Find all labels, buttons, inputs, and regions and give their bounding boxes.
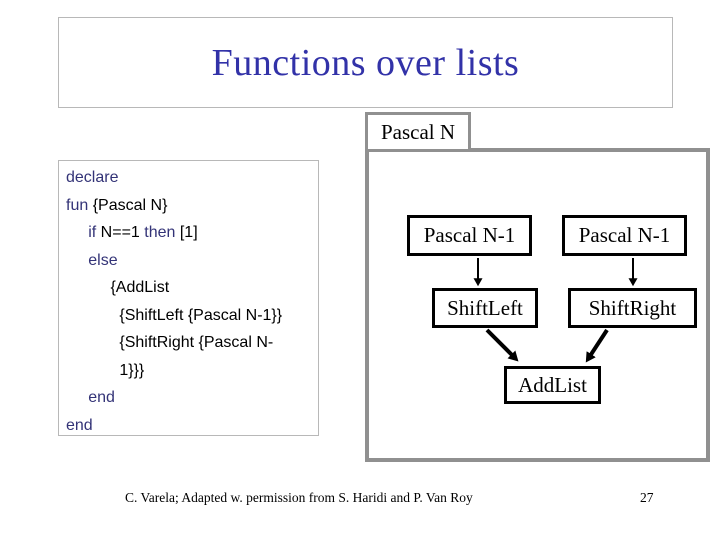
code-line: if N==1 then [1] <box>66 219 318 247</box>
node-pascal-n1-left: Pascal N-1 <box>407 215 532 256</box>
node-label: ShiftRight <box>588 295 677 320</box>
code-text: {Pascal N} <box>88 196 168 214</box>
node-label: Pascal N-1 <box>578 223 671 247</box>
page-number: 27 <box>640 490 654 505</box>
node-label: ShiftLeft <box>447 295 523 320</box>
code-line: fun {Pascal N} <box>66 192 318 220</box>
frame-label-text: Pascal N <box>380 119 456 144</box>
code-text <box>66 389 88 406</box>
code-text <box>66 252 88 269</box>
code-line: 1}}} <box>66 357 318 385</box>
code-keyword: fun <box>66 196 89 214</box>
code-text: {ShiftLeft {Pascal N-1}} <box>66 306 283 324</box>
diagram-frame-label: Pascal N <box>365 112 471 152</box>
code-keyword: then <box>144 224 176 241</box>
code-keyword: if <box>88 224 97 241</box>
code-text: {AddList <box>66 279 170 296</box>
code-text: [1] <box>175 224 198 241</box>
footer-credit: C. Varela; Adapted w. permission from S.… <box>125 490 473 505</box>
code-text: N==1 <box>96 224 145 241</box>
code-text: 1}}} <box>66 361 145 379</box>
code-line: {ShiftLeft {Pascal N-1}} <box>66 302 318 330</box>
code-keyword: else <box>88 251 118 269</box>
code-keyword: end <box>88 389 115 406</box>
node-add-list: AddList <box>504 366 601 404</box>
node-shift-left: ShiftLeft <box>432 288 538 328</box>
code-panel: declare fun {Pascal N} if N==1 then [1] e… <box>58 160 319 436</box>
code-line: {AddList <box>66 274 318 302</box>
code-line: end <box>66 384 318 412</box>
node-label: AddList <box>518 372 587 397</box>
page-title: Functions over lists <box>211 41 520 84</box>
code-text <box>66 224 88 241</box>
code-line: else <box>66 247 318 275</box>
node-pascal-n1-right: Pascal N-1 <box>562 215 687 256</box>
title-box: Functions over lists <box>58 17 673 108</box>
code-keyword: end <box>66 416 93 434</box>
code-text: {ShiftRight {Pascal N- <box>66 334 274 351</box>
code-keyword: declare <box>66 169 119 186</box>
code-line: declare <box>66 164 318 192</box>
node-label: Pascal N-1 <box>423 223 516 247</box>
node-shift-right: ShiftRight <box>568 288 697 328</box>
code-line: end <box>66 412 318 440</box>
code-line: {ShiftRight {Pascal N- <box>66 329 318 357</box>
